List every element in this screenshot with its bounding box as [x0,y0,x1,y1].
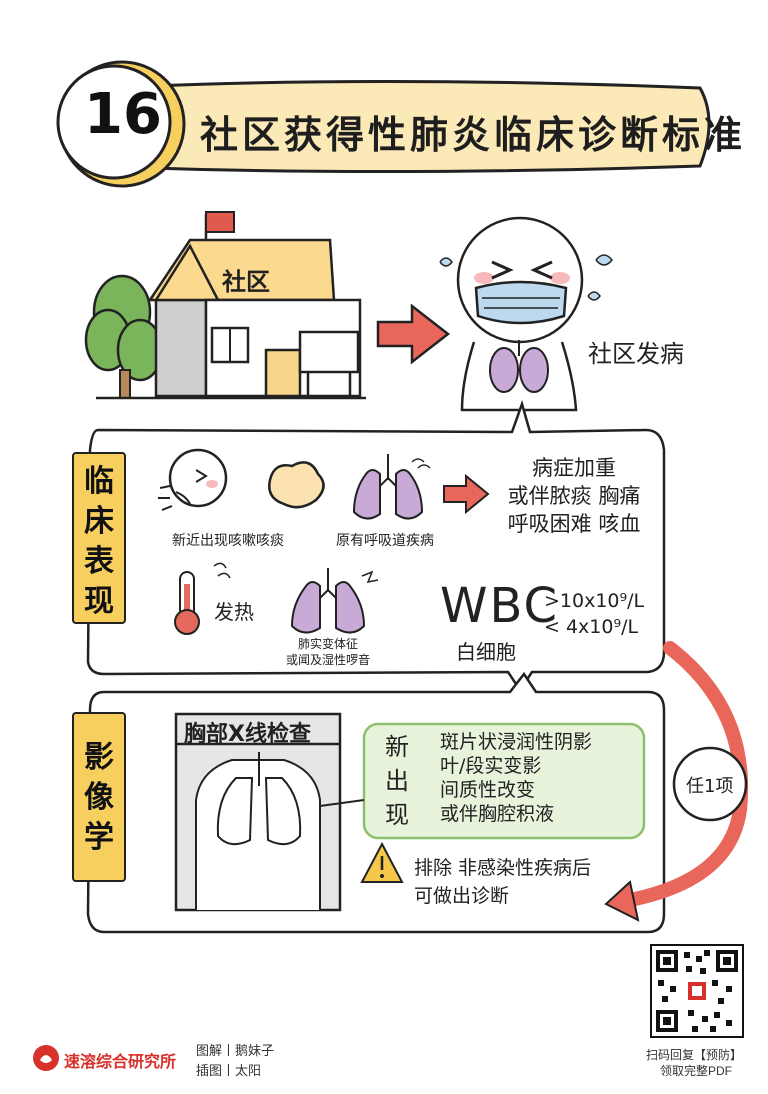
credit-text: 插图丨太阳 [196,1063,262,1078]
qr-code-icon[interactable] [650,944,744,1038]
new-label-char: 出 [385,767,409,795]
finding-item: 叶/段实变影 [440,755,542,777]
wbc-label: WBC [440,578,560,634]
symptom-existing-disease: 原有呼吸道疾病 [336,533,434,549]
worse-line: 呼吸困难 咳血 [507,512,641,536]
wbc-sub-label: 白细胞 [456,640,516,664]
findings-list: 斑片状浸润性阴影 叶/段实变影 间质性改变 或伴胸腔积液 [440,730,592,826]
community-scene [84,211,613,412]
step-number: 16 [84,82,162,147]
title-banner [56,60,711,188]
lung-sign: 肺实变体征 或闻及湿性啰音 [270,636,386,668]
clinical-label-box: 临 床 表 现 [72,452,126,624]
coughing-person-icon [158,448,228,511]
finding-item: 间质性改变 [440,779,536,801]
credit-text: 图解丨鹅妹子 [196,1043,275,1058]
clinical-bubble [86,399,666,690]
symptom-cough: 新近出现咳嗽咳痰 [172,533,284,549]
sick-person-icon [439,216,613,412]
imaging-label-char: 影 [84,740,114,775]
lungs-icon [290,568,379,634]
finding-item: 斑片状浸润性阴影 [440,731,593,753]
fever-label: 发热 [214,600,254,624]
onset-label: 社区发病 [588,340,684,368]
warning-line: 排除 非感染性疾病后 [414,857,592,879]
house-icon [96,211,366,400]
house-label: 社区 [222,268,270,296]
lung-sign-line: 肺实变体征 [297,637,358,651]
phlegm-icon [268,461,325,509]
warning-icon [360,841,404,883]
lungs-icon [352,454,431,520]
warning-note: 排除 非感染性疾病后 可做出诊断 [414,854,591,910]
new-label-char: 新 [385,733,409,761]
xray-title: 胸部X线检查 [184,722,311,747]
warning-line: 可做出诊断 [414,885,510,907]
imaging-label-box: 影 像 学 [72,712,126,882]
imaging-label-char: 像 [84,780,114,815]
clinical-label-char: 临 [84,464,114,499]
imaging-bubble [86,671,666,934]
any-one-label: 任1项 [686,776,734,797]
arrow-right-icon [376,303,451,365]
any-one-arrow [604,641,749,922]
thermometer-icon [174,562,231,635]
clinical-label-char: 现 [84,584,114,619]
brand-name: 速溶综合研究所 [64,1054,177,1071]
brand-logo-icon [33,1045,59,1071]
wbc-high: >10x10⁹/L [544,590,645,612]
worse-line: 或伴脓痰 胸痛 [507,484,641,508]
qr-caption: 扫码回复【预防】 [646,1048,743,1062]
wbc-low: < 4x10⁹/L [544,616,639,638]
clinical-label-char: 表 [84,544,114,579]
worse-symptoms: 病症加重 或伴脓痰 胸痛 呼吸困难 咳血 [500,454,648,538]
arrow-right-icon [443,473,490,515]
new-label-char: 现 [385,801,409,829]
tree-icon [84,274,164,399]
finding-item: 或伴胸腔积液 [440,803,555,825]
qr-caption: 领取完整PDF [660,1064,733,1078]
imaging-label-char: 学 [84,820,114,855]
page-title: 社区获得性肺炎临床诊断标准 [200,113,747,157]
clinical-label-char: 床 [84,504,114,539]
lung-sign-line: 或闻及湿性啰音 [285,653,370,667]
worse-line: 病症加重 [532,456,616,480]
new-label: 新 出 现 [382,730,412,832]
